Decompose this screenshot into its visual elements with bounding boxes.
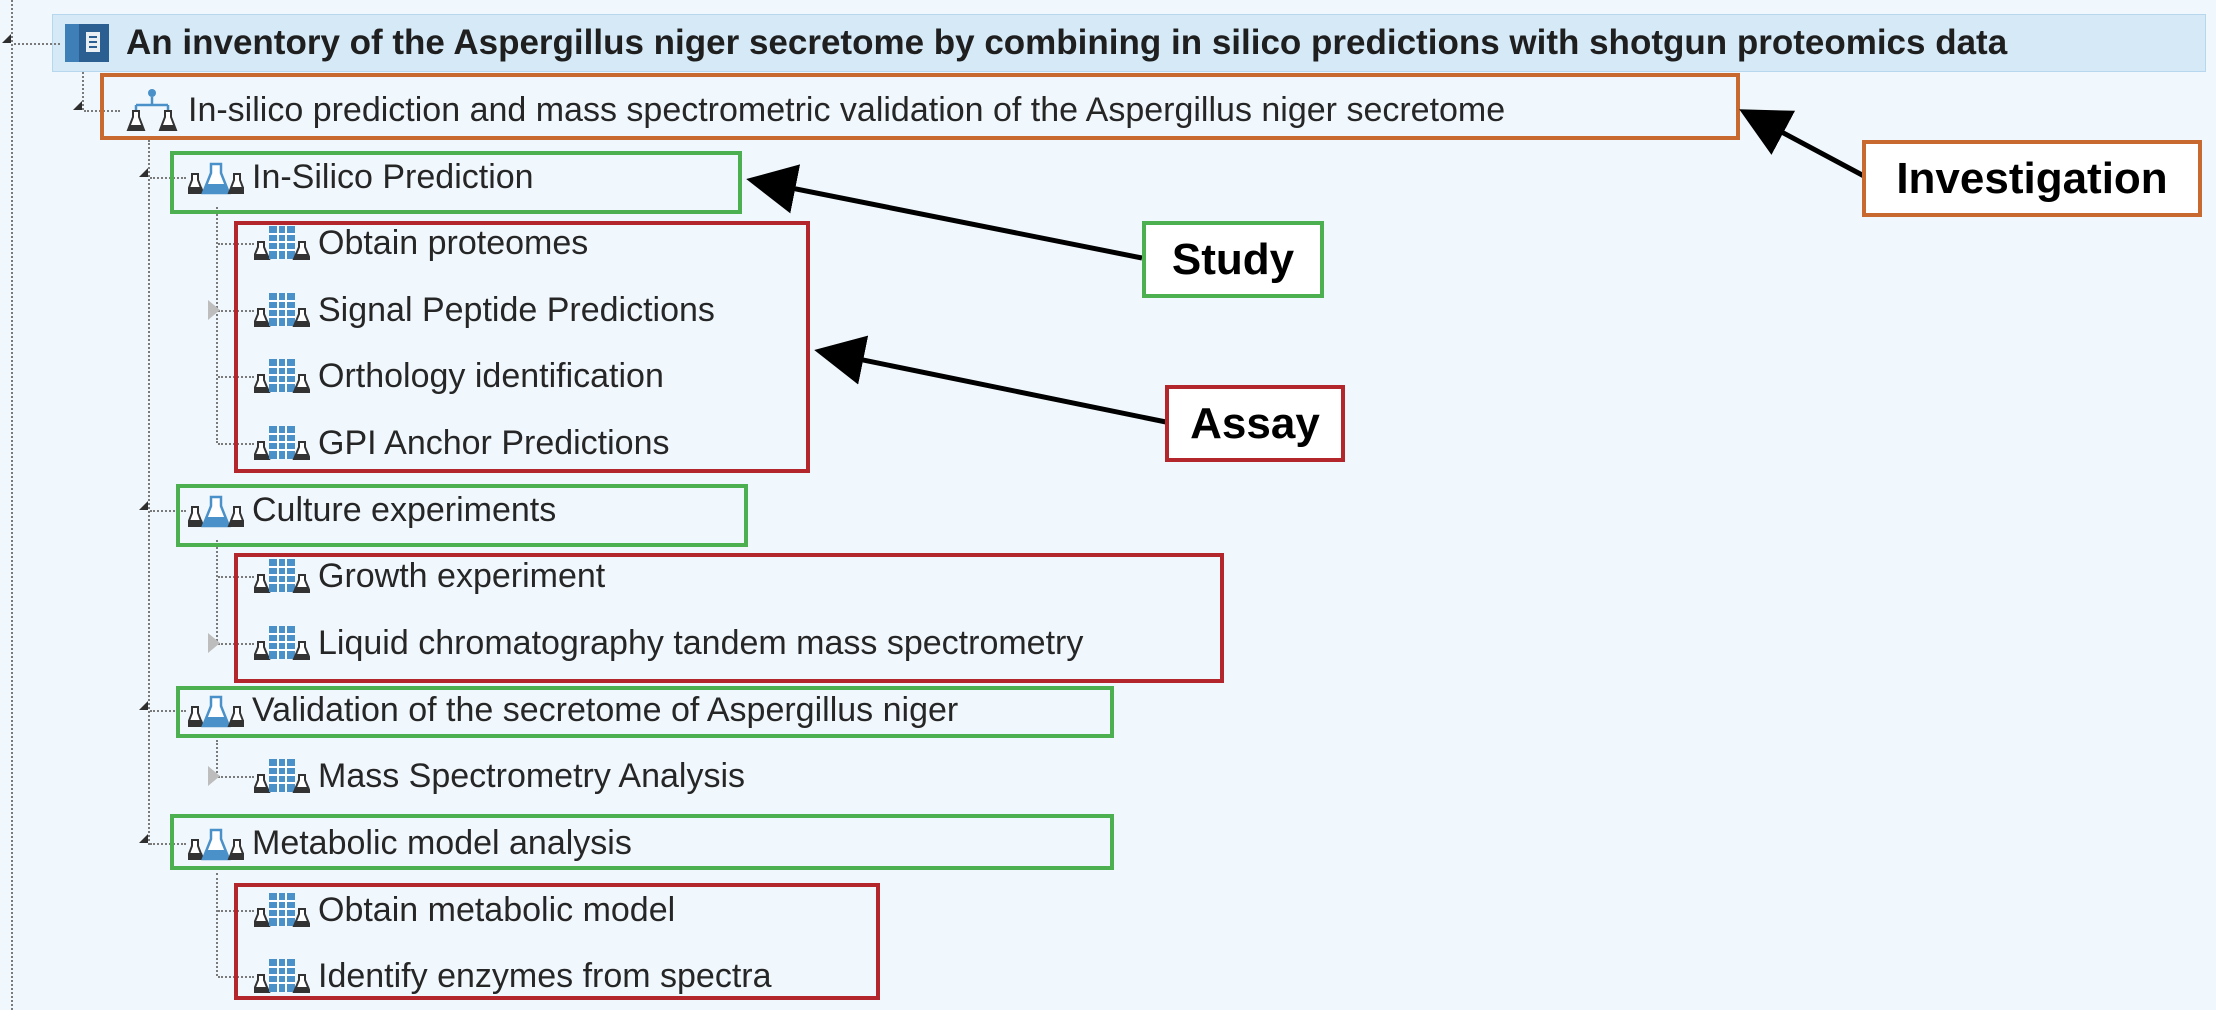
- tree-row-assay[interactable]: Orthology identification: [254, 347, 664, 405]
- tree-line: [150, 510, 186, 512]
- tree-line: [150, 710, 186, 712]
- tree-line: [216, 740, 218, 777]
- tree-label: An inventory of the Aspergillus niger se…: [126, 23, 2008, 62]
- assay-annotation-box: [234, 221, 810, 473]
- study-annotation-box: [170, 151, 742, 214]
- investigation-icon: [126, 89, 178, 131]
- selected-row-highlight: [52, 14, 2206, 72]
- tree-label: Obtain proteomes: [318, 223, 589, 262]
- tree-row-study[interactable]: Metabolic model analysis: [188, 814, 632, 872]
- tree-line: [148, 140, 150, 845]
- expanded-toggle-icon[interactable]: [139, 501, 148, 510]
- book-icon: [65, 24, 109, 62]
- tree-row-assay[interactable]: Growth experiment: [254, 547, 605, 605]
- tree-line: [216, 540, 218, 644]
- collapsed-toggle-icon[interactable]: [208, 300, 220, 320]
- tree-row-assay[interactable]: Obtain metabolic model: [254, 881, 675, 939]
- tree-label: Liquid chromatography tandem mass spectr…: [318, 623, 1084, 662]
- expanded-toggle-icon[interactable]: [139, 701, 148, 710]
- tree-row-assay[interactable]: Liquid chromatography tandem mass spectr…: [254, 614, 1083, 672]
- study-arrow: [746, 164, 1143, 261]
- expanded-toggle-icon[interactable]: [2, 34, 11, 43]
- tree-line: [11, 0, 13, 1010]
- expanded-toggle-icon[interactable]: [139, 834, 148, 843]
- tree-row-study[interactable]: Validation of the secretome of Aspergill…: [188, 681, 958, 739]
- tree-line: [82, 72, 84, 110]
- study-annotation-box: [176, 686, 1114, 738]
- tree-line: [150, 177, 186, 179]
- assay-callout: Assay: [1165, 385, 1345, 462]
- tree-row-root[interactable]: An inventory of the Aspergillus niger se…: [62, 14, 2007, 72]
- study-callout: Study: [1142, 221, 1324, 298]
- tree-label: Metabolic model analysis: [252, 823, 632, 862]
- collapsed-toggle-icon[interactable]: [208, 633, 220, 653]
- tree-line: [14, 43, 60, 45]
- investigation-annotation-box: [100, 73, 1740, 140]
- tree-label: Mass Spectrometry Analysis: [318, 756, 746, 795]
- tree-line: [216, 873, 218, 976]
- tree-row-investigation[interactable]: In-silico prediction and mass spectromet…: [124, 81, 1505, 139]
- tree-row-assay[interactable]: GPI Anchor Predictions: [254, 414, 670, 472]
- tree-row-assay[interactable]: Identify enzymes from spectra: [254, 947, 772, 1005]
- study-flasks-icon: [188, 162, 244, 195]
- tree-row-assay[interactable]: Mass Spectrometry Analysis: [254, 747, 745, 805]
- tree-label: Identify enzymes from spectra: [318, 956, 772, 995]
- tree-label: Culture experiments: [252, 490, 557, 529]
- tree-label: In-silico prediction and mass spectromet…: [188, 90, 1506, 129]
- tree-line: [150, 843, 186, 845]
- assay-annotation-box: [234, 883, 880, 1000]
- investigation-callout: Investigation: [1862, 140, 2202, 217]
- expanded-toggle-icon[interactable]: [139, 168, 148, 177]
- tree-label: Growth experiment: [318, 556, 606, 595]
- tree-line: [216, 207, 218, 443]
- expanded-toggle-icon[interactable]: [73, 101, 82, 110]
- assay-annotation-box: [234, 553, 1224, 683]
- study-annotation-box: [176, 484, 748, 547]
- tree-label: Validation of the secretome of Aspergill…: [252, 690, 959, 729]
- investigation-arrow: [1739, 109, 1866, 179]
- tree-label: Signal Peptide Predictions: [318, 290, 715, 329]
- tree-label: Obtain metabolic model: [318, 890, 676, 929]
- study-annotation-box: [170, 814, 1114, 870]
- tree-label: GPI Anchor Predictions: [318, 423, 670, 462]
- tree-row-assay[interactable]: Obtain proteomes: [254, 214, 588, 272]
- collapsed-toggle-icon[interactable]: [208, 766, 220, 786]
- tree-row-assay[interactable]: Signal Peptide Predictions: [254, 281, 715, 339]
- tree-label: In-Silico Prediction: [252, 157, 534, 196]
- tree-row-study[interactable]: In-Silico Prediction: [188, 148, 534, 206]
- tree-row-study[interactable]: Culture experiments: [188, 481, 556, 539]
- assay-arrow: [814, 335, 1167, 425]
- tree-label: Orthology identification: [318, 356, 664, 395]
- tree-line: [218, 776, 254, 778]
